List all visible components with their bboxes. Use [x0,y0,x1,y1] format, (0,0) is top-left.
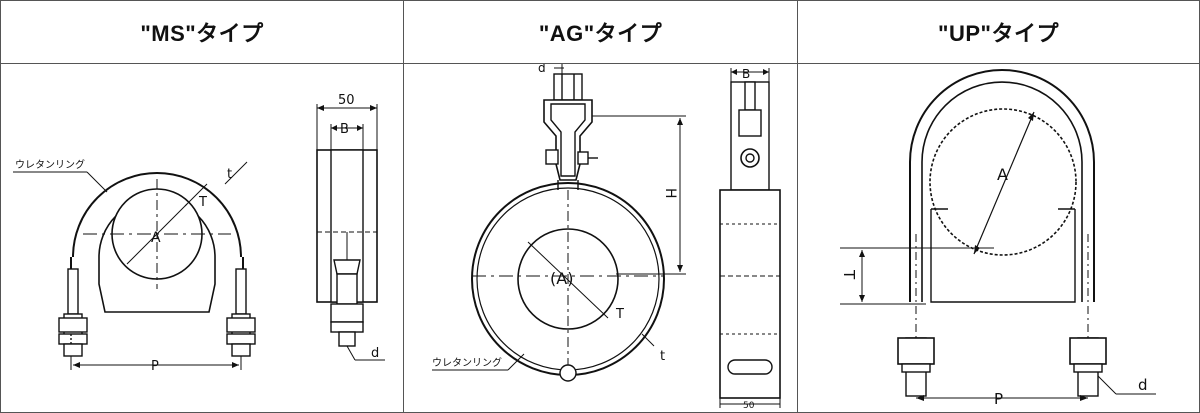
ms-label-d: d [371,346,379,361]
ag-label-50: 50 [743,401,755,411]
ms-label-A: A [151,230,161,246]
ag-label-H: H [662,188,678,199]
up-label-A: A [997,165,1008,184]
ag-front-view [432,64,686,382]
ms-type-drawing: 50 B ウレタンリング t T A P d [13,93,385,374]
ms-type-drawing-cell: 50 B ウレタンリング t T A P d [1,64,403,412]
up-label-P: P [994,390,1003,408]
ms-label-urethane: ウレタンリング [15,158,85,171]
header-up-type: "UP"タイプ [797,1,1199,64]
ag-type-drawing-cell: d B H (A) T t ウレタンリング 50 [403,64,797,412]
ms-label-t-small: t [227,167,232,182]
ag-label-b: B [742,67,750,81]
header-ms-type: "MS"タイプ [1,1,403,64]
up-front-view [840,69,1156,401]
up-label-d: d [1138,376,1148,394]
ms-label-P: P [151,359,159,374]
ag-side-view [719,68,781,408]
ms-label-50: 50 [338,93,355,108]
ag-label-t: t [660,349,665,364]
up-type-drawing-cell: A T P d [797,64,1199,412]
ms-label-T: T [198,195,207,210]
ms-side-view [316,104,385,361]
ag-label-d: d [538,64,546,75]
up-label-T: T [840,269,858,280]
ag-label-T: T [615,307,624,322]
ms-label-b: B [340,122,349,137]
ms-front-view [13,161,256,370]
ag-label-urethane: ウレタンリング [432,356,502,369]
ag-type-drawing: d B H (A) T t ウレタンリング 50 [432,64,781,411]
ag-label-A: (A) [550,269,573,288]
up-type-drawing: A T P d [840,69,1156,408]
header-ag-type: "AG"タイプ [403,1,797,64]
